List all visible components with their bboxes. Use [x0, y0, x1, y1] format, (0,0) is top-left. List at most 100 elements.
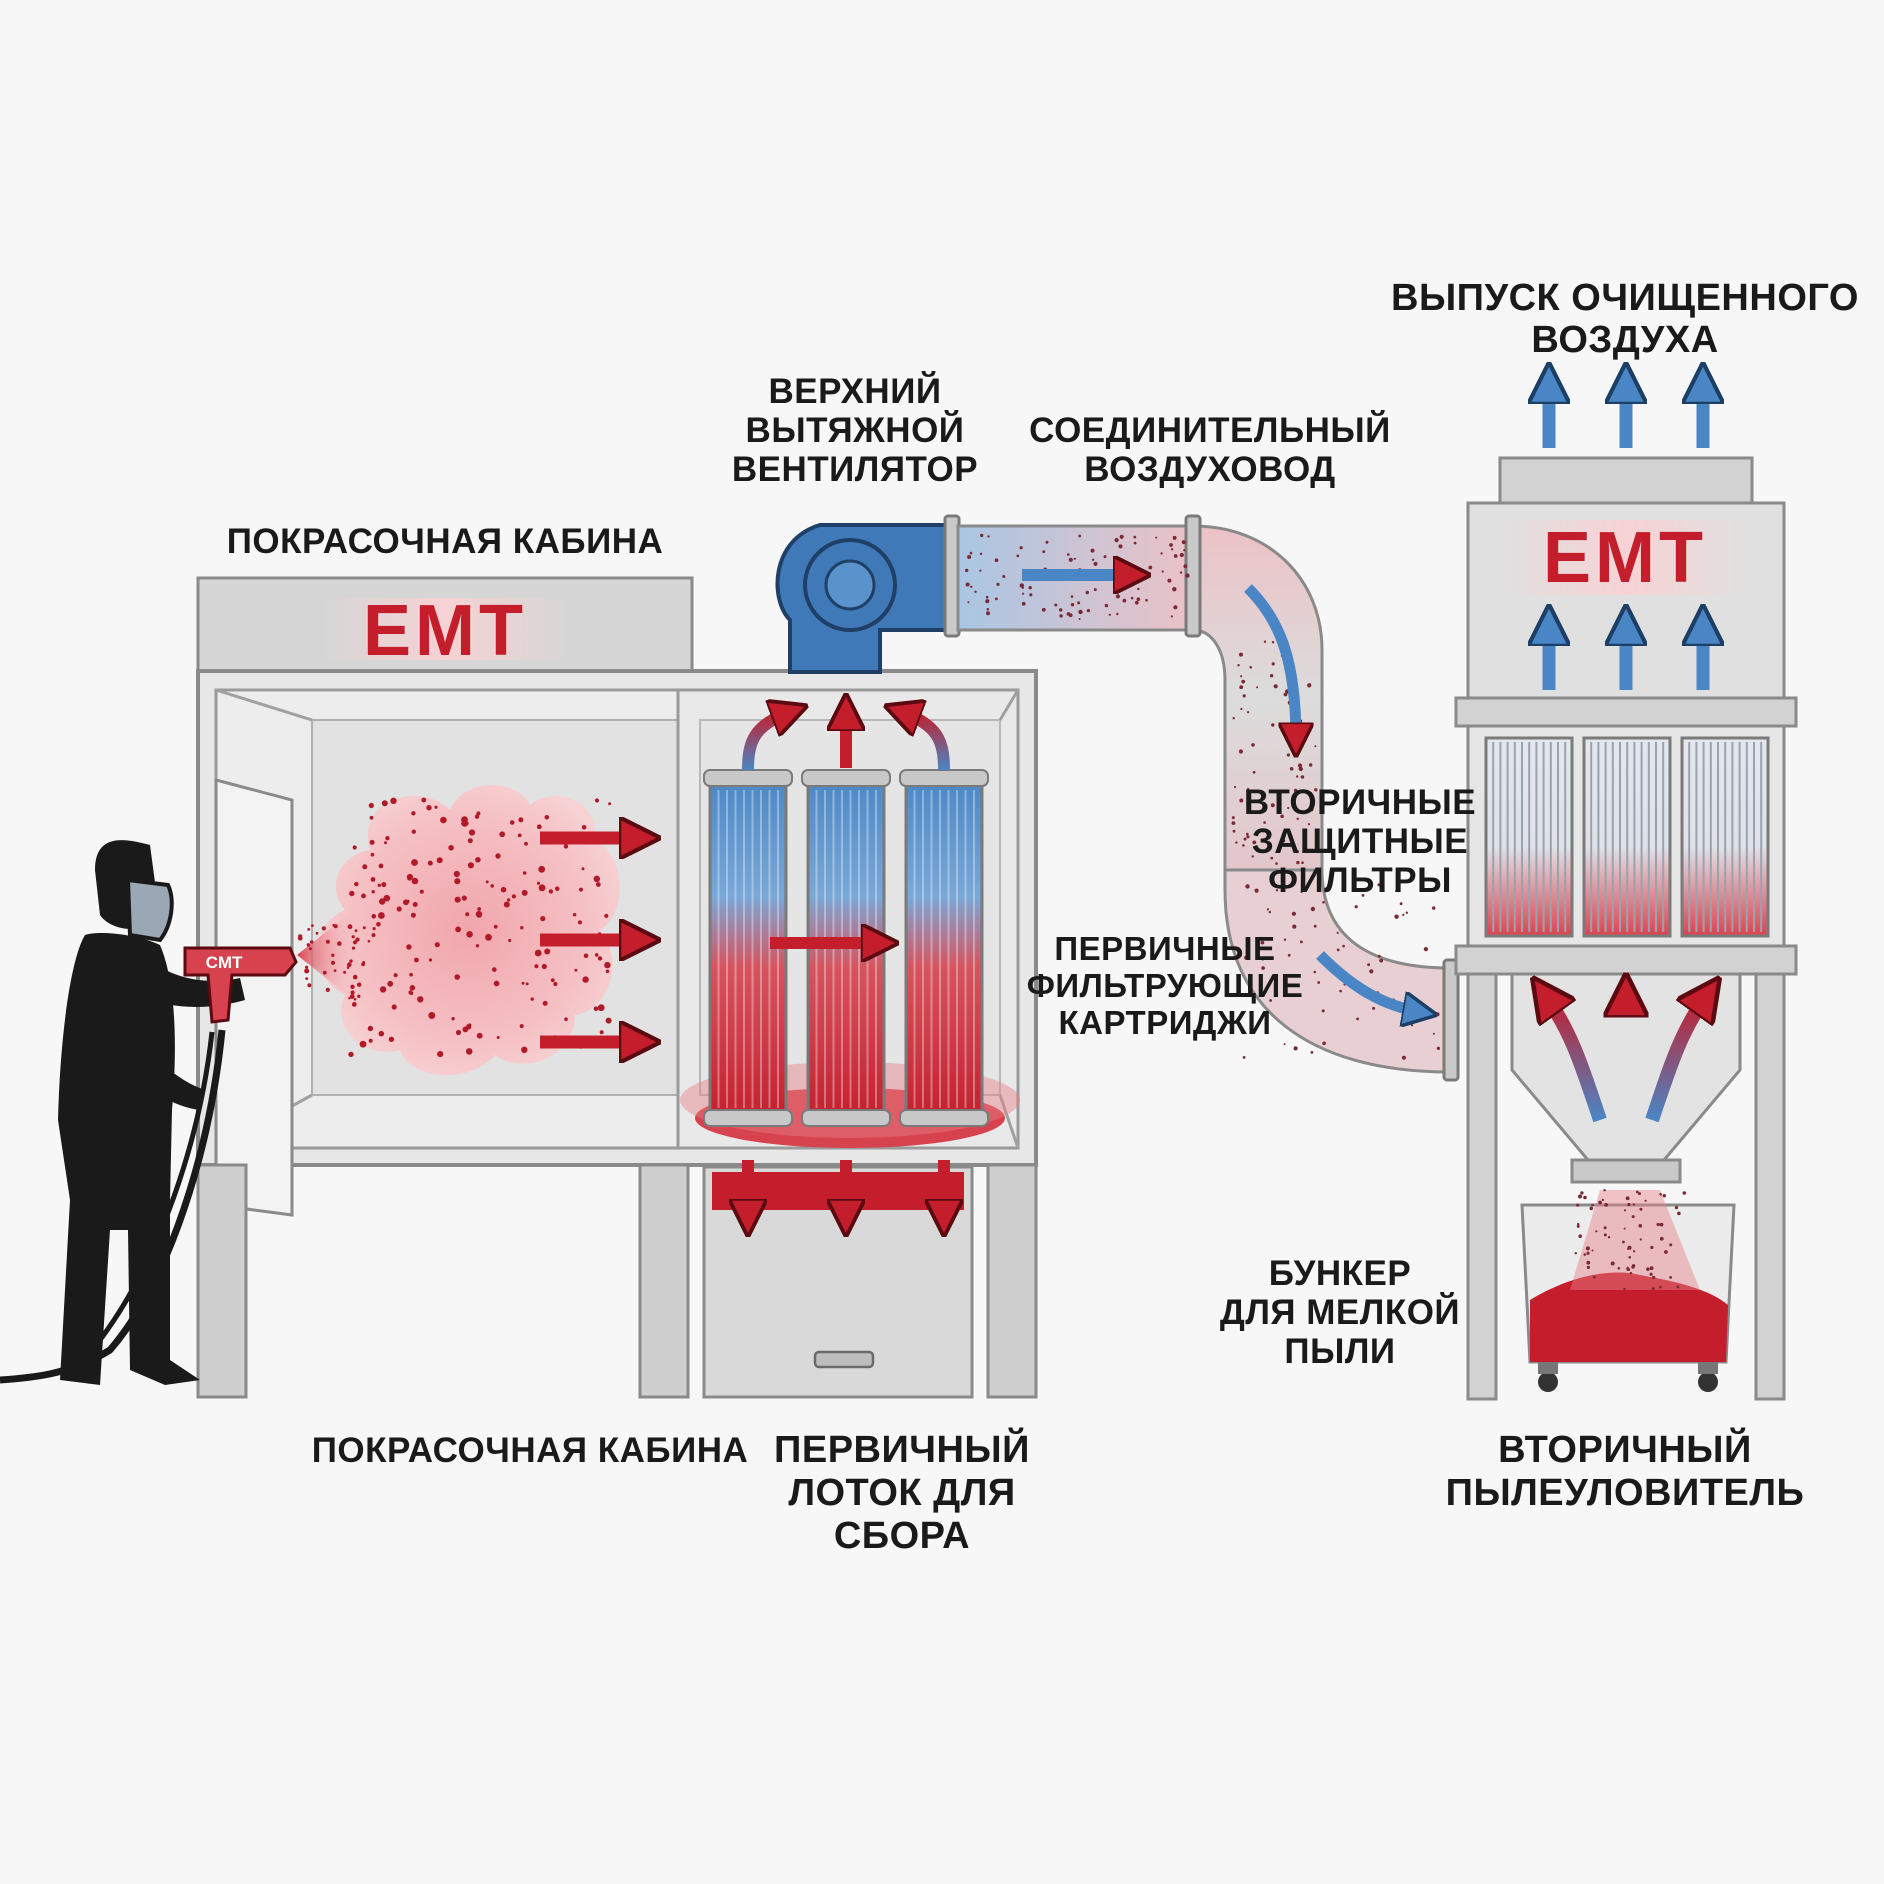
powder-particle — [1078, 618, 1081, 620]
powder-cloud — [297, 785, 620, 1076]
cartridge-cap-top — [801, 769, 891, 787]
label-primary-cartridges-line: ПЕРВИЧНЫЕ — [1054, 930, 1275, 967]
powder-particle — [385, 836, 390, 841]
powder-particle — [1238, 749, 1243, 754]
powder-particle — [985, 595, 989, 599]
powder-particle — [1354, 905, 1358, 909]
powder-particle — [352, 940, 358, 945]
powder-particle — [1423, 947, 1428, 952]
powder-particle — [367, 939, 371, 943]
collector-funnel-outlet — [1570, 1158, 1682, 1184]
powder-particle — [1301, 861, 1304, 864]
powder-particle — [492, 967, 497, 972]
powder-particle — [1402, 913, 1405, 917]
powder-particle — [1002, 575, 1006, 578]
powder-particle — [1291, 911, 1296, 916]
powder-particle — [419, 889, 424, 894]
powder-particle — [306, 943, 311, 947]
powder-particle — [421, 797, 427, 803]
powder-particle — [1016, 554, 1020, 558]
powder-particle — [593, 875, 601, 883]
powder-particle — [1287, 953, 1291, 957]
powder-particle — [361, 893, 366, 899]
powder-particle — [372, 927, 376, 931]
cyclone-flow-arrow — [1645, 995, 1707, 1123]
powder-particle — [378, 863, 384, 869]
powder-particle — [388, 1036, 395, 1043]
powder-particle — [1261, 829, 1265, 833]
powder-particle — [1356, 1017, 1359, 1021]
powder-particle — [1271, 723, 1275, 727]
powder-particle — [1436, 1046, 1440, 1050]
collector-ledge — [1454, 944, 1798, 976]
powder-particle — [1185, 573, 1190, 578]
duct-horizontal — [956, 524, 1195, 632]
powder-particle — [572, 913, 577, 917]
duct-flow-arrow — [1316, 951, 1420, 1012]
powder-particle — [1246, 801, 1251, 806]
powder-particle — [1336, 948, 1340, 952]
label-clean-air-line: ВОЗДУХА — [1531, 319, 1718, 361]
powder-particle — [1317, 981, 1321, 984]
powder-particle — [370, 852, 375, 857]
hopper-wheel — [1698, 1372, 1718, 1392]
powder-particle — [1286, 753, 1290, 757]
powder-particle — [1077, 601, 1081, 605]
powder-particle — [1161, 570, 1164, 573]
powder-particle — [1379, 958, 1384, 963]
powder-particle — [1170, 615, 1173, 618]
powder-particle — [1271, 641, 1275, 644]
powder-particle — [465, 1048, 473, 1055]
label-fan-line: ВЫТЯЖНОЙ — [746, 410, 965, 450]
powder-particle — [1623, 1287, 1626, 1291]
powder-particle — [1310, 792, 1313, 794]
powder-particle — [1298, 766, 1304, 772]
powder-particle — [1172, 535, 1177, 540]
powder-particle — [1246, 787, 1250, 791]
powder-particle — [1054, 603, 1058, 607]
powder-particle — [1090, 548, 1095, 553]
hopper-wheel-bracket — [1698, 1362, 1718, 1374]
spray-gun — [183, 946, 298, 1024]
powder-particle — [307, 983, 312, 988]
powder-particle — [347, 924, 353, 930]
powder-particle — [1268, 910, 1272, 914]
powder-particle — [1244, 955, 1248, 960]
powder-particle — [1251, 855, 1254, 858]
powder-particle — [454, 878, 461, 885]
label-collector-line: ПЫЛЕУЛОВИТЕЛЬ — [1446, 1472, 1805, 1514]
powder-particle — [980, 533, 984, 538]
powder-particle — [536, 881, 541, 885]
duct-flow-arrow — [1244, 584, 1296, 740]
powder-particle — [475, 857, 481, 863]
powder-particle — [1339, 989, 1342, 993]
duct-elbow-top — [1191, 524, 1324, 872]
powder-particle — [1179, 571, 1183, 574]
powder-particle — [428, 1012, 436, 1019]
powder-particle — [1649, 1272, 1653, 1276]
powder-particle — [1234, 785, 1237, 789]
powder-particle — [1247, 711, 1250, 714]
powder-particle — [391, 1004, 397, 1010]
powder-particle — [1649, 1266, 1654, 1271]
powder-particle — [331, 953, 335, 957]
powder-particle — [1160, 552, 1163, 555]
powder-particle — [1256, 686, 1259, 689]
powder-particle — [1093, 561, 1098, 566]
powder-particle — [1021, 601, 1026, 606]
powder-particle — [599, 1030, 604, 1035]
powder-particle — [1059, 614, 1063, 618]
label-secondary-filters-line: ВТОРИЧНЫЕ — [1244, 783, 1476, 822]
powder-particle — [1336, 931, 1339, 934]
powder-particle — [378, 912, 385, 919]
label-secondary-filters-line: ФИЛЬТРЫ — [1268, 861, 1452, 900]
powder-particle — [1240, 707, 1243, 711]
powder-particle — [1022, 592, 1025, 595]
powder-particle — [1271, 662, 1275, 666]
powder-particle — [387, 980, 394, 987]
powder-particle — [1372, 1006, 1376, 1010]
powder-particle — [506, 898, 511, 902]
powder-particle — [1252, 770, 1256, 774]
flow-arrow-curved — [902, 712, 950, 771]
label-tray-line: ПЕРВИЧНЫЙ — [774, 1426, 1030, 1471]
